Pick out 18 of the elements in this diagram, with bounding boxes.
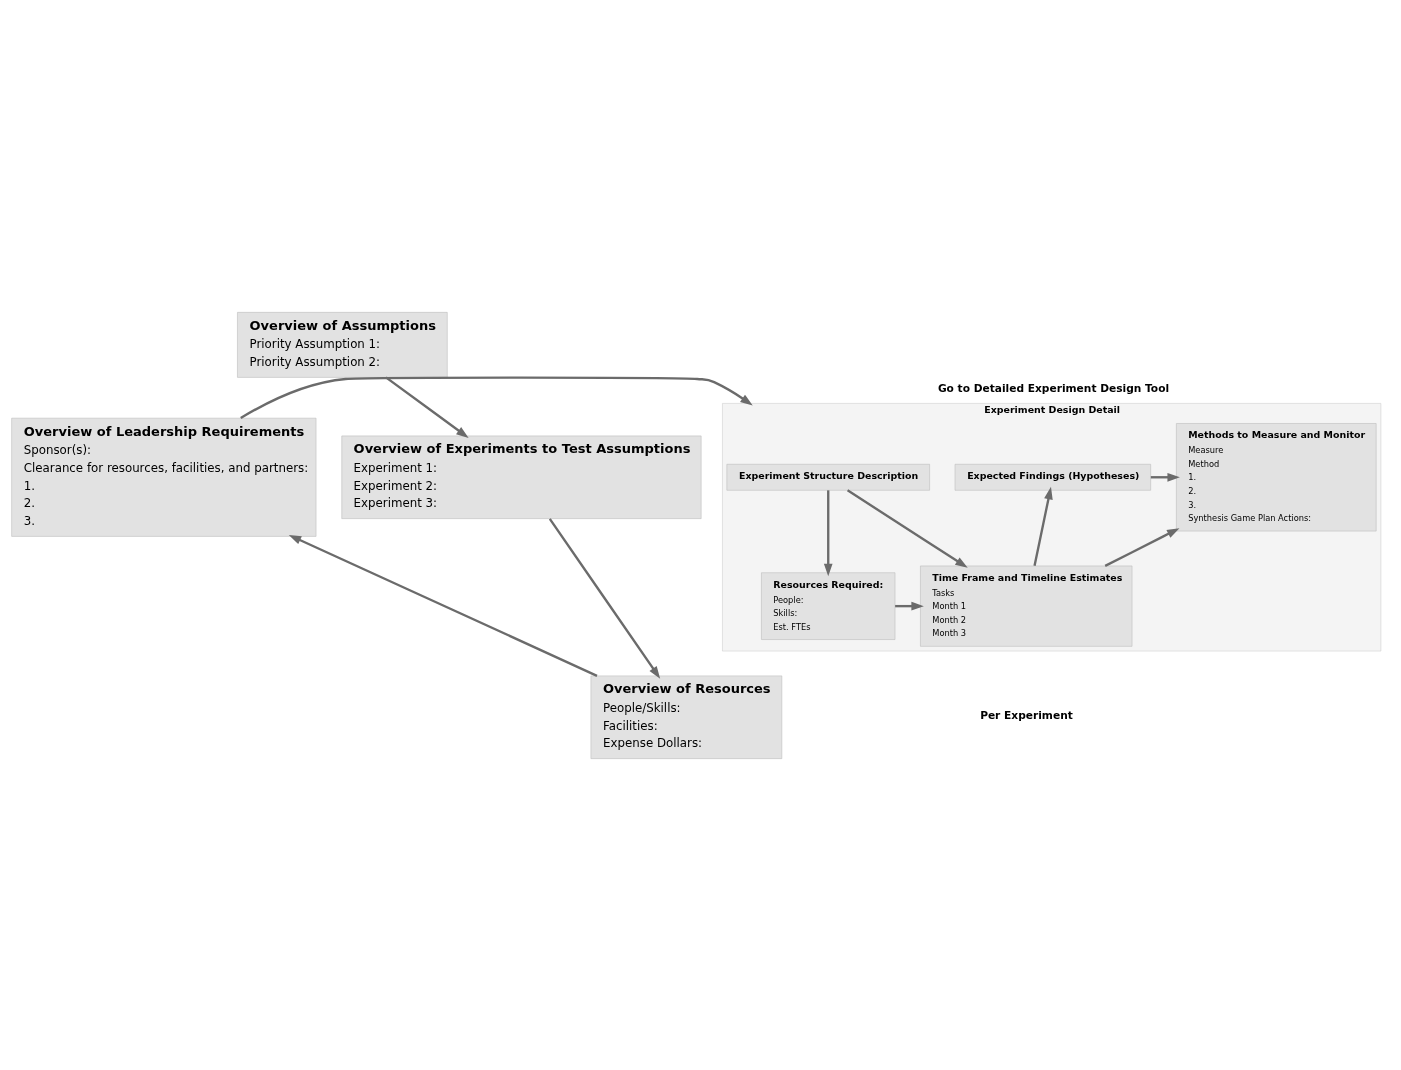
arrow <box>846 488 968 568</box>
arrow <box>1104 527 1179 567</box>
label: Per Experiment <box>979 708 1073 722</box>
node-label: Go to Detailed Experiment Design Tool <box>937 381 1169 395</box>
node-box: Resources Required: People: Skills: Est. FTEs <box>760 571 895 640</box>
node-box: Time Frame and Timeline Estimates Tasks Month 1 Month 2 Month 3 <box>919 565 1132 647</box>
arrow <box>288 534 597 677</box>
node-box: Overview of Experiments to Test Assumptions Experiment 1: Experiment 2: Experiment 3: <box>340 435 701 519</box>
arrow <box>823 489 833 576</box>
node-box: Methods to Measure and Monitor Measure Method 1. 2. 3. Synthesis Game Plan Actions: <box>1175 422 1376 531</box>
arrow <box>1032 486 1053 566</box>
node-box: Overview of Assumptions Priority Assumption 1: Priority Assumption 2: <box>236 311 448 378</box>
node-box: Expected Findings (Hypotheses) <box>954 463 1151 491</box>
arrow <box>239 375 753 419</box>
arrow <box>548 517 660 679</box>
node-box: Experiment Structure Description <box>726 463 930 491</box>
node-box: Overview of Resources People/Skills: Facilities: Expense Dollars: <box>590 675 782 759</box>
node-box: Overview of Leadership Requirements Sponsor(s): Clearance for resources, facilities, and partners: 1. 2. 3. <box>10 417 316 537</box>
